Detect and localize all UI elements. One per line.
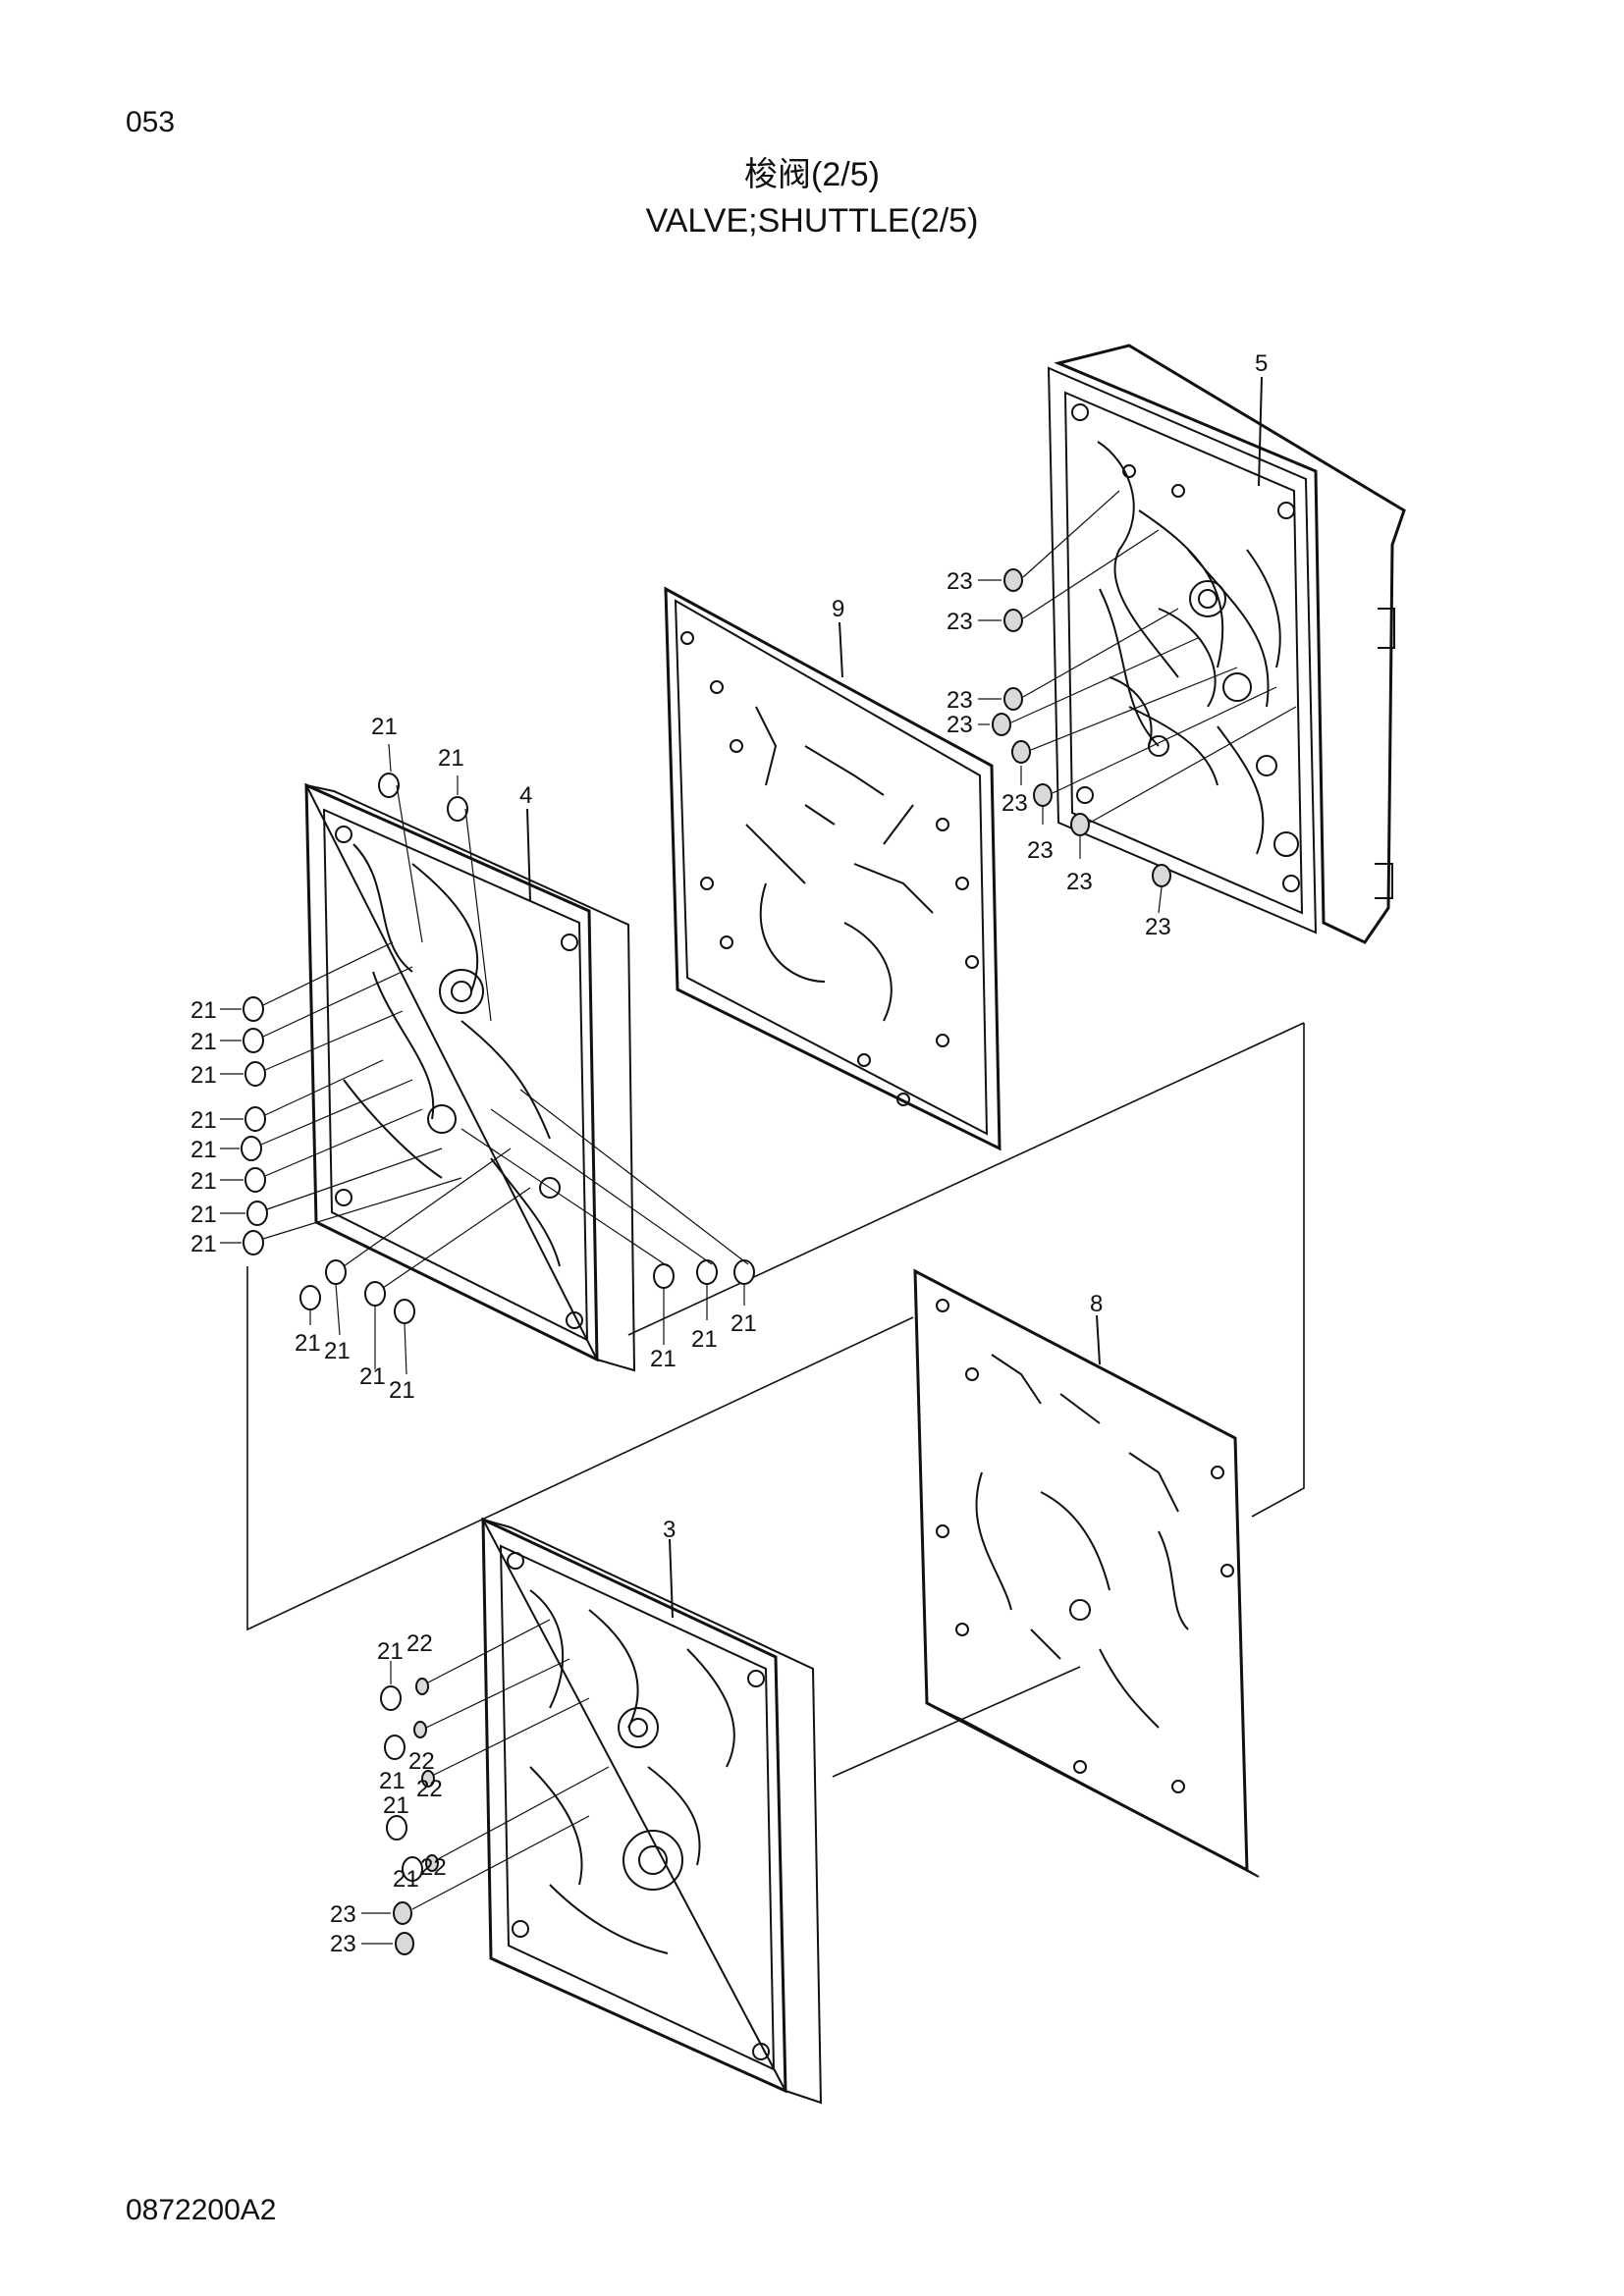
diagram-title-chinese: 梭阀(2/5) xyxy=(744,156,880,193)
callout-spring: 22 xyxy=(406,1630,433,1657)
plug-leader-lines xyxy=(220,743,749,1860)
callout-plug: 21 xyxy=(389,1377,415,1404)
part-4-valve-plate xyxy=(304,782,636,1372)
callout-plug: 21 xyxy=(379,1768,406,1794)
leader-part-4 xyxy=(526,808,531,902)
callout-plug: 21 xyxy=(190,1137,217,1163)
callout-part-3: 3 xyxy=(663,1517,676,1543)
callout-plug: 21 xyxy=(393,1866,419,1893)
callout-plug: 21 xyxy=(295,1330,321,1357)
callout-seal: 23 xyxy=(330,1931,356,1957)
callout-plug: 21 xyxy=(691,1326,718,1353)
drawing-code: 0872200A2 xyxy=(126,2194,277,2226)
part-9-separator-plate xyxy=(664,586,1001,1151)
springs-part-22 xyxy=(413,1678,439,1872)
callout-plug: 21 xyxy=(650,1346,677,1372)
callout-plug: 21 xyxy=(359,1363,386,1390)
leader-part-5 xyxy=(1258,376,1263,487)
callout-plug: 21 xyxy=(190,1201,217,1228)
callout-part-5: 5 xyxy=(1255,350,1268,377)
callout-plug: 21 xyxy=(371,714,398,740)
callout-plug: 21 xyxy=(190,1029,217,1055)
callout-part-8: 8 xyxy=(1090,1291,1103,1317)
leader-part-3 xyxy=(669,1538,674,1619)
callout-spring: 22 xyxy=(408,1748,435,1775)
part-5-valve-plate xyxy=(1047,344,1406,944)
callout-seal: 23 xyxy=(1001,790,1028,817)
callout-part-9: 9 xyxy=(832,596,844,622)
callout-seal: 23 xyxy=(947,568,973,595)
callout-labels: 5 9 4 8 3 23 23 23 23 23 23 23 23 23 23 … xyxy=(190,350,1268,1957)
callout-seal: 23 xyxy=(1027,837,1054,864)
callout-plug: 21 xyxy=(190,1062,217,1089)
callout-seal: 23 xyxy=(1145,914,1171,940)
seal-leader-lines xyxy=(361,490,1297,1945)
callout-seal: 23 xyxy=(947,712,973,738)
diagram-title-english: VALVE;SHUTTLE(2/5) xyxy=(645,202,979,240)
seals-part-23 xyxy=(393,568,1171,1955)
callout-plug: 21 xyxy=(190,1107,217,1134)
part-3-valve-plate xyxy=(481,1517,823,2105)
callout-plug: 21 xyxy=(383,1792,409,1819)
page-number: 053 xyxy=(126,106,176,138)
callout-part-4: 4 xyxy=(519,782,532,809)
callout-seal: 23 xyxy=(1066,869,1093,895)
callout-spring: 22 xyxy=(416,1776,443,1802)
leader-part-8 xyxy=(1096,1314,1101,1365)
callout-seal: 23 xyxy=(330,1901,356,1928)
callout-plug: 21 xyxy=(377,1638,404,1665)
callout-plug: 21 xyxy=(190,1168,217,1195)
callout-plug: 21 xyxy=(190,997,217,1024)
callout-seal: 23 xyxy=(947,687,973,714)
callout-seal: 23 xyxy=(947,609,973,635)
callout-plug: 21 xyxy=(190,1231,217,1257)
callout-spring: 22 xyxy=(420,1854,447,1881)
callout-plug: 21 xyxy=(438,745,464,772)
plugs-part-21 xyxy=(241,773,755,1882)
callout-plug: 21 xyxy=(324,1338,351,1364)
part-8-separator-plate xyxy=(913,1268,1260,1878)
callout-plug: 21 xyxy=(731,1310,757,1337)
leader-part-9 xyxy=(839,621,843,678)
